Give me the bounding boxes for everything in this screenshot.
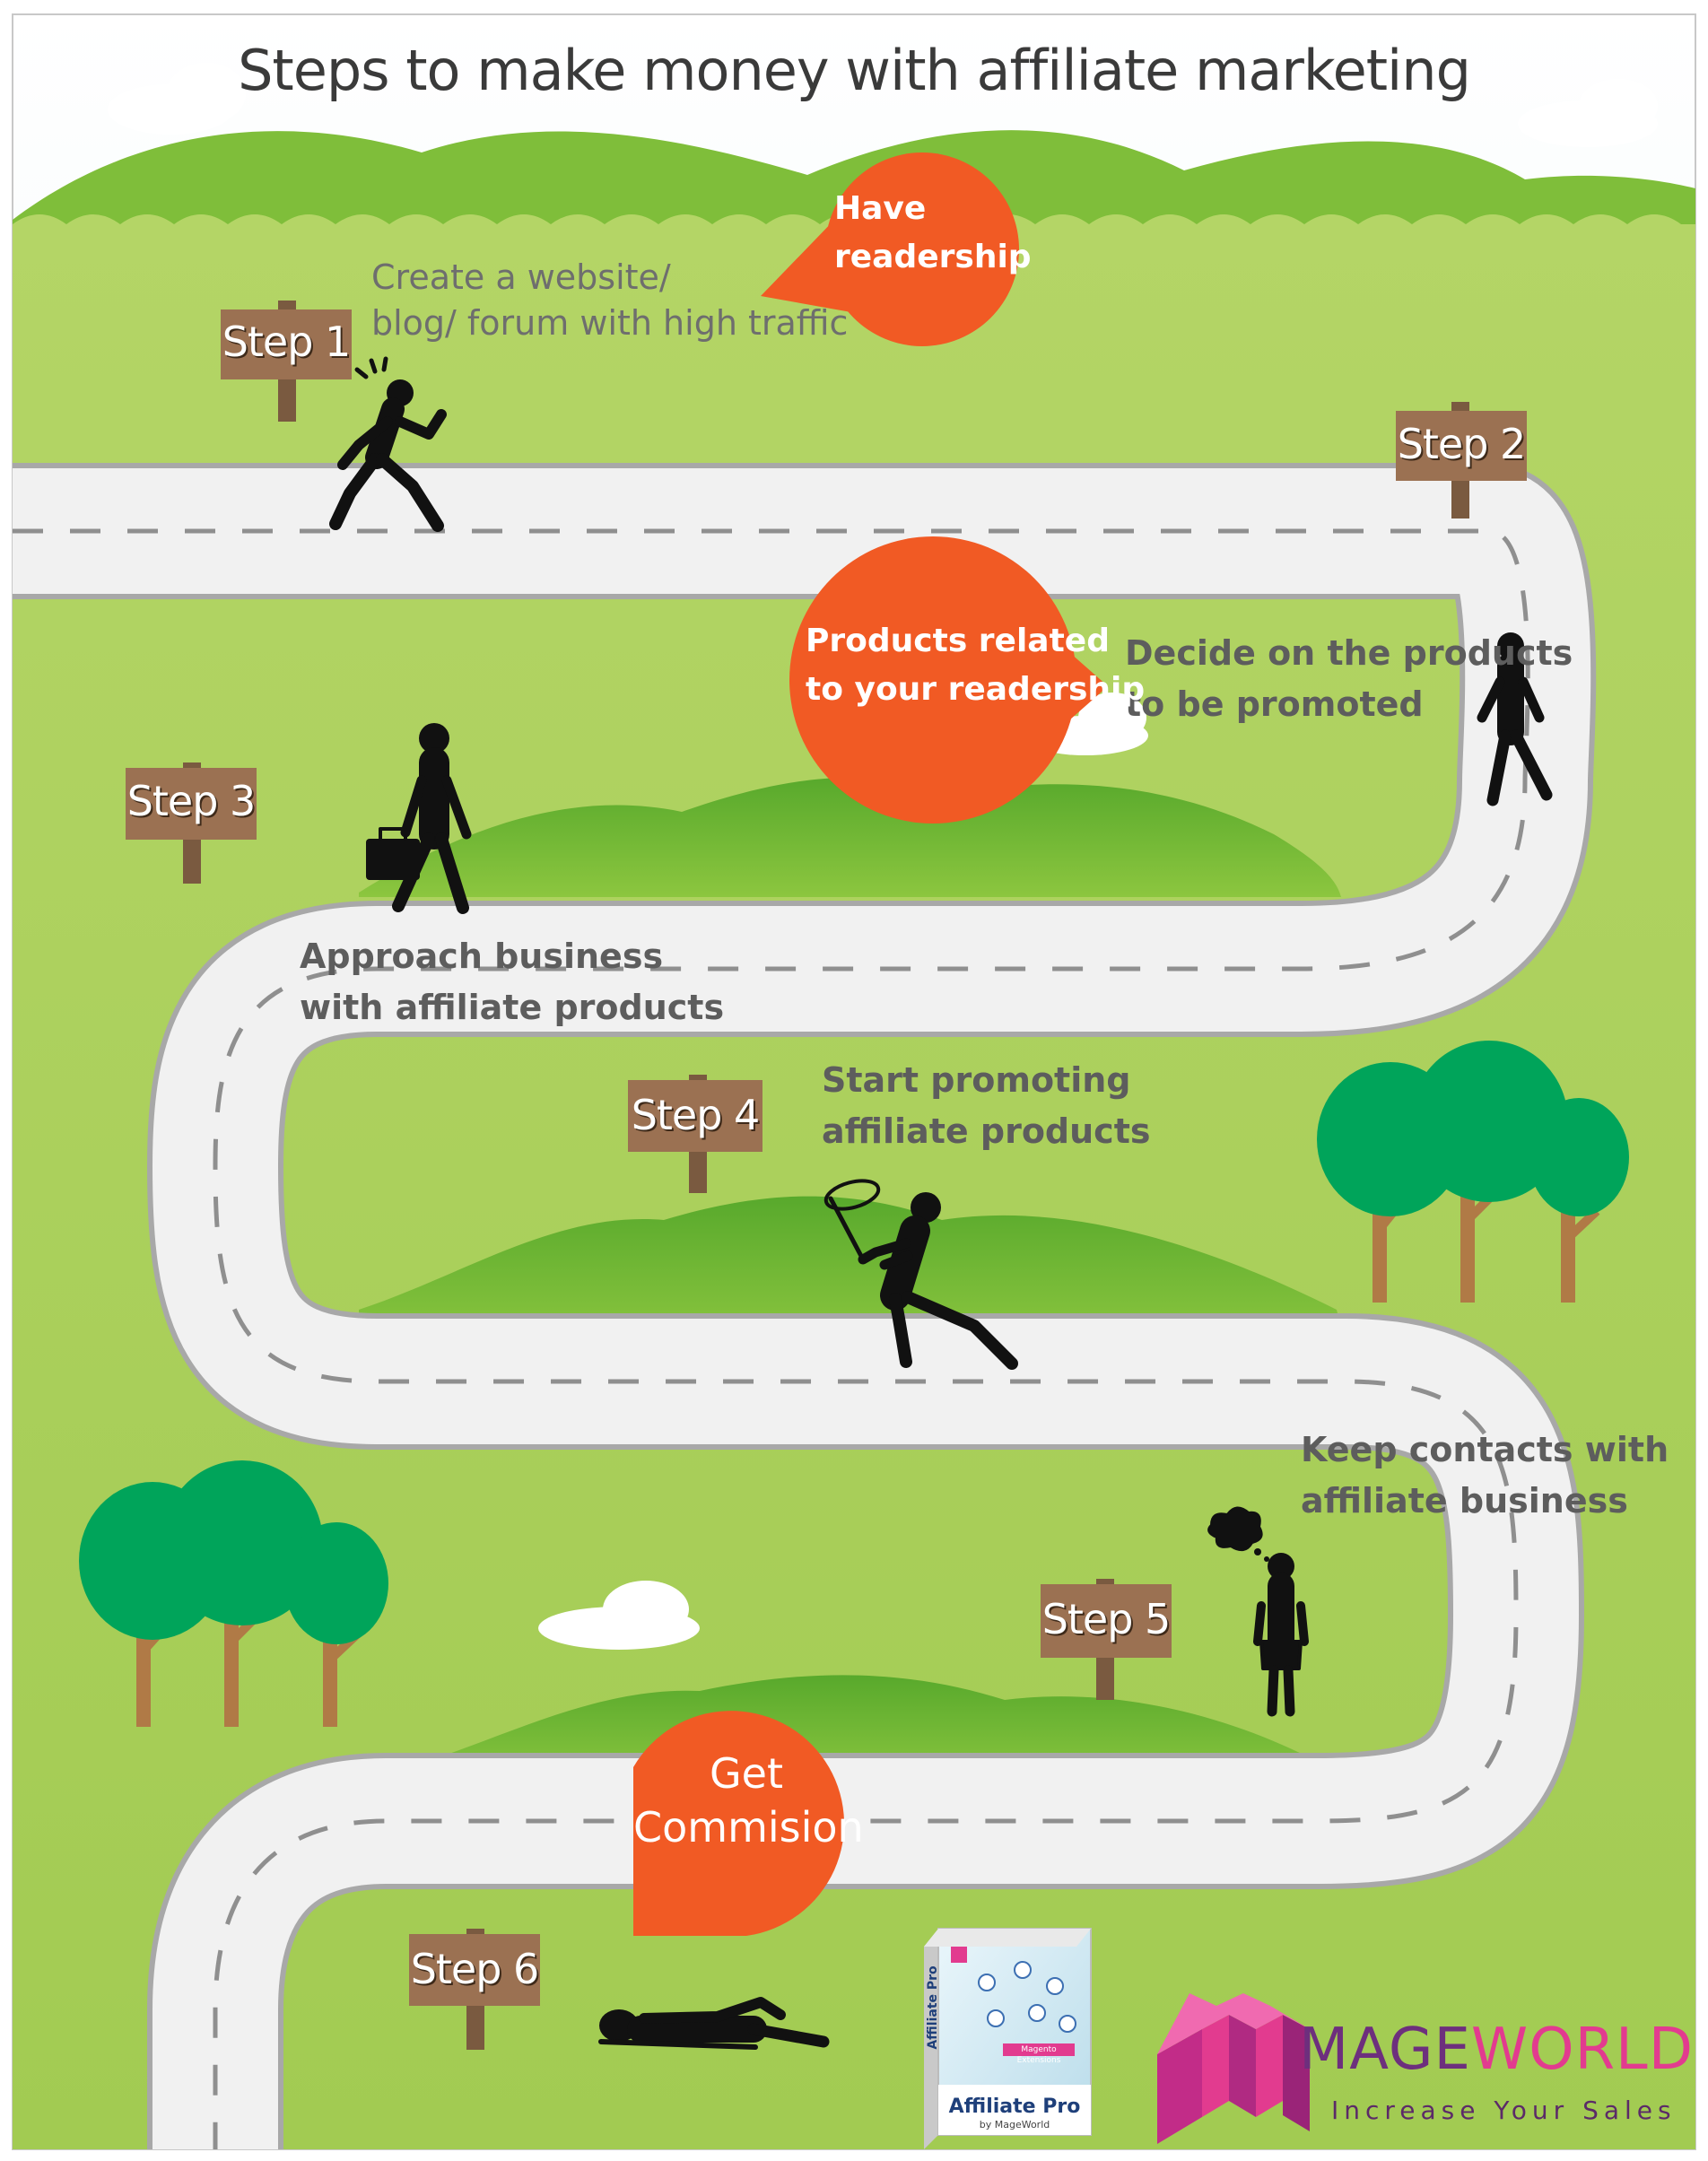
bubble-readership-text: Have readership xyxy=(834,190,1032,275)
bubble-products-text: Products related to your readership xyxy=(806,623,1146,708)
brand-name-part-2: WORLD xyxy=(1470,2017,1694,2083)
mageworld-logo-icon xyxy=(1157,1993,1310,2144)
step-3-description: Approach business with affiliate product… xyxy=(300,937,725,1027)
step-3-label: Step 3 xyxy=(126,777,257,825)
page-title: Steps to make money with affiliate marke… xyxy=(238,38,1471,103)
brand-tagline: Increase Your Sales xyxy=(1331,2096,1677,2125)
step-4-label: Step 4 xyxy=(631,1091,761,1139)
product-box-ribbon: Magento Extensions xyxy=(1016,2045,1061,2065)
bubble-commission-text: Get Commision xyxy=(633,1749,864,1852)
bubble-get-commission xyxy=(633,1711,845,1936)
top-clouds xyxy=(108,63,1658,147)
signpost-step-3 xyxy=(126,762,257,884)
step-6-label: Step 6 xyxy=(410,1945,540,1993)
product-box-side-text: Affiliate Pro xyxy=(926,1965,940,2050)
running-person-icon xyxy=(329,356,447,532)
signpost-step-2 xyxy=(1396,402,1527,518)
tree-group-left xyxy=(79,1460,388,1727)
road-center-line xyxy=(13,528,1530,2149)
person-with-net-icon xyxy=(824,1179,1018,1370)
product-box-illustration xyxy=(924,1928,1092,2149)
grass-hills xyxy=(359,777,1346,1785)
bubble-products-related xyxy=(789,536,1108,823)
brand-name-part-1: MAGE xyxy=(1299,2017,1471,2083)
signpost-step-6 xyxy=(409,1929,540,2050)
step-5-label: Step 5 xyxy=(1041,1595,1172,1643)
thinking-person-icon xyxy=(1207,1506,1309,1717)
figures xyxy=(329,356,1553,2050)
businessman-briefcase-icon xyxy=(366,723,472,914)
signpost-step-4 xyxy=(628,1075,762,1193)
brand-name: MAGEWORLD xyxy=(1299,2017,1694,2083)
step-4-description: Start promoting affiliate products xyxy=(822,1060,1151,1151)
step-2-label: Step 2 xyxy=(1397,420,1527,468)
walking-person-icon xyxy=(1477,632,1553,806)
step-2-description: Decide on the products to be promoted xyxy=(1125,633,1573,724)
tree-group-right xyxy=(1317,1041,1629,1303)
product-box-by: by MageWorld xyxy=(979,2119,1050,2131)
product-box-name: Affiliate Pro xyxy=(948,2096,1081,2118)
signpost-step-1 xyxy=(221,301,352,422)
step-1-description: Create a website/ blog/ forum with high … xyxy=(371,257,849,344)
signpost-step-5 xyxy=(1041,1579,1172,1700)
step-1-label: Step 1 xyxy=(222,318,352,366)
bubble-have-readership xyxy=(761,152,1019,346)
resting-person-icon xyxy=(598,1997,830,2050)
step-5-description: Keep contacts with affiliate business xyxy=(1301,1430,1669,1521)
